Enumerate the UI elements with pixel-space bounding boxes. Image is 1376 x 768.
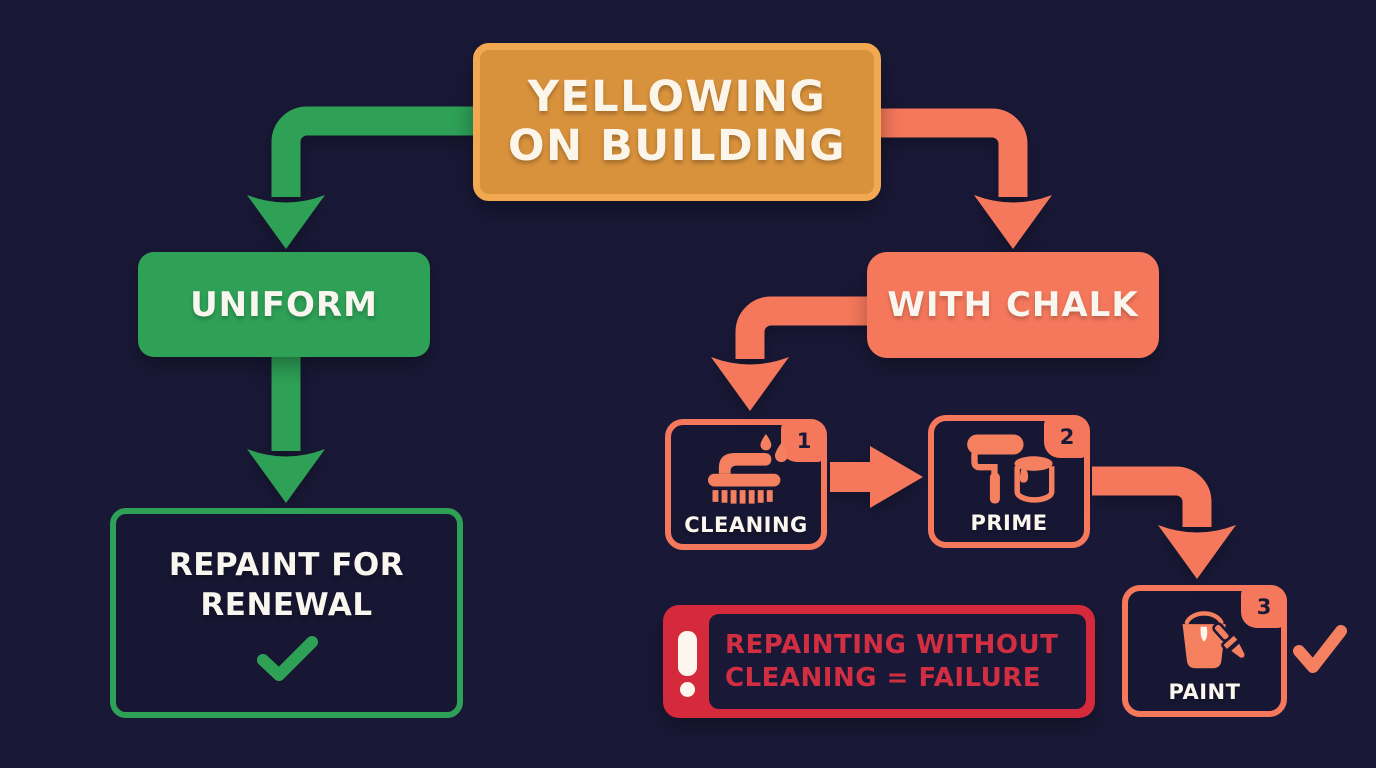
- step-number-badge: 3: [1241, 585, 1287, 628]
- connector-title-to-chalk: [878, 108, 1028, 197]
- arrowhead-to-uniform: [247, 195, 325, 249]
- step-number-badge: 1: [781, 419, 827, 462]
- step-number: 3: [1256, 594, 1272, 619]
- root-node-yellowing: YELLOWING ON BUILDING: [473, 43, 881, 201]
- exclamation-icon: [677, 631, 697, 697]
- warning-line-1: REPAINTING WITHOUT: [725, 630, 1059, 660]
- node-uniform: UNIFORM: [138, 252, 430, 357]
- connector-chalk-to-cleaning: [735, 296, 869, 359]
- step-label: PAINT: [1168, 680, 1241, 704]
- success-checkmark-icon: [1293, 625, 1347, 673]
- step-node-cleaning: 1 CLEANING: [665, 419, 827, 550]
- arrowhead-to-chalk: [974, 195, 1052, 249]
- step-number: 1: [796, 428, 812, 453]
- arrowhead-to-paint: [1158, 525, 1236, 579]
- step-number-badge: 2: [1044, 415, 1090, 458]
- arrowhead-to-repaint: [247, 449, 325, 503]
- checkmark-icon: [256, 636, 318, 682]
- connector-title-to-uniform: [271, 106, 476, 197]
- warning-text-panel: REPAINTING WITHOUT CLEANING = FAILURE: [709, 614, 1086, 709]
- warning-line-2: CLEANING = FAILURE: [725, 662, 1042, 693]
- node-with-chalk-label: WITH CHALK: [887, 285, 1139, 325]
- node-uniform-label: UNIFORM: [190, 284, 378, 325]
- arrowhead-to-prime: [870, 446, 923, 508]
- warning-callout: REPAINTING WITHOUT CLEANING = FAILURE: [663, 605, 1095, 718]
- step-label: CLEANING: [684, 513, 808, 537]
- root-node-label: YELLOWING ON BUILDING: [507, 71, 847, 171]
- step-node-prime: 2 PRIME: [928, 415, 1090, 548]
- paint-roller-and-can-icon: [967, 433, 1055, 504]
- step-icon-wrap: [934, 429, 1084, 508]
- brush-part: [1211, 622, 1247, 661]
- node-repaint-label: REPAINT FOR RENEWAL: [168, 546, 405, 623]
- step-number: 2: [1059, 424, 1075, 449]
- step-icon-wrap: [671, 433, 821, 510]
- step-icon-wrap: [1128, 599, 1281, 677]
- node-repaint-for-renewal: REPAINT FOR RENEWAL: [110, 508, 463, 718]
- step-label: PRIME: [970, 511, 1048, 535]
- scrub-brush-water-drops-icon: [708, 433, 788, 504]
- connector-prime-to-paint: [1092, 466, 1212, 527]
- arrowhead-to-cleaning: [711, 357, 789, 411]
- paint-bucket-and-brush-icon: [1182, 611, 1247, 669]
- node-with-chalk: WITH CHALK: [867, 252, 1159, 358]
- step-node-paint: 3 PAINT: [1122, 585, 1287, 717]
